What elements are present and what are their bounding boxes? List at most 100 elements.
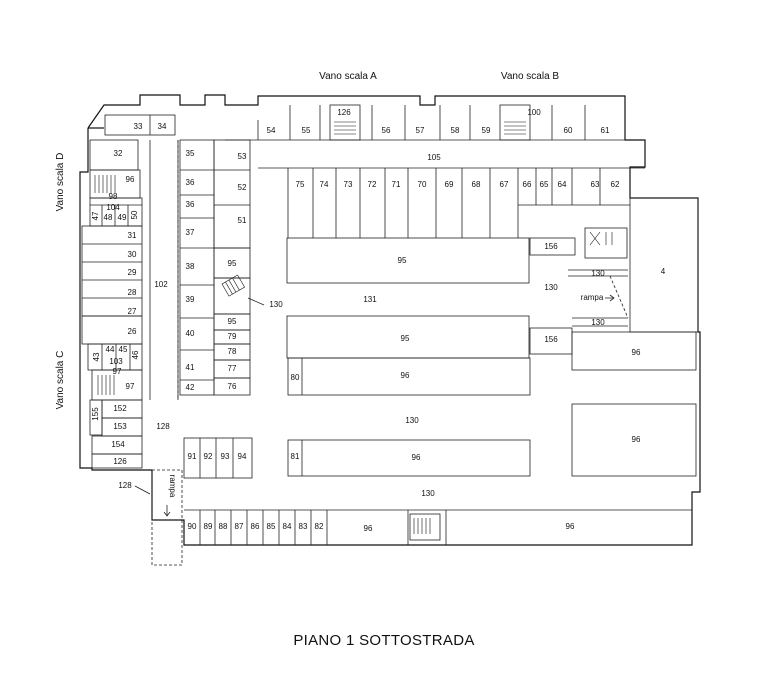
unit-36-a: 36 xyxy=(186,178,195,187)
left-wing xyxy=(81,114,251,469)
unit-96-e: 96 xyxy=(412,453,421,462)
unit-88: 88 xyxy=(219,522,228,531)
stair-b xyxy=(499,104,531,141)
unit-30: 30 xyxy=(128,250,137,259)
arrows xyxy=(134,294,615,517)
unit-131: 131 xyxy=(363,295,377,304)
unit-45: 45 xyxy=(119,345,128,354)
unit-95-d: 95 xyxy=(401,334,410,343)
unit-32: 32 xyxy=(114,149,123,158)
unit-61: 61 xyxy=(601,126,610,135)
unit-79: 79 xyxy=(228,332,237,341)
unit-40: 40 xyxy=(186,329,195,338)
unit-84: 84 xyxy=(283,522,292,531)
unit-94: 94 xyxy=(238,452,247,461)
unit-47: 47 xyxy=(91,211,100,220)
unit-53: 53 xyxy=(238,152,247,161)
top-cellars xyxy=(225,104,645,169)
unit-85: 85 xyxy=(267,522,276,531)
unit-74: 74 xyxy=(320,180,329,189)
unit-44: 44 xyxy=(106,345,115,354)
unit-37: 37 xyxy=(186,228,195,237)
ramp-label-right: rampa xyxy=(581,293,604,302)
unit-33: 33 xyxy=(134,122,143,131)
unit-38: 38 xyxy=(186,262,195,271)
unit-73: 73 xyxy=(344,180,353,189)
stair-a xyxy=(329,104,361,141)
unit-60: 60 xyxy=(564,126,573,135)
unit-69: 69 xyxy=(445,180,454,189)
unit-81: 81 xyxy=(291,452,300,461)
unit-97-b: 97 xyxy=(126,382,135,391)
unit-70: 70 xyxy=(418,180,427,189)
unit-48: 48 xyxy=(104,213,113,222)
unit-87: 87 xyxy=(235,522,244,531)
unit-64: 64 xyxy=(558,180,567,189)
unit-27: 27 xyxy=(128,307,137,316)
unit-66: 66 xyxy=(523,180,532,189)
unit-67: 67 xyxy=(500,180,509,189)
unit-95-c: 95 xyxy=(398,256,407,265)
unit-59: 59 xyxy=(482,126,491,135)
unit-83: 83 xyxy=(299,522,308,531)
unit-26: 26 xyxy=(128,327,137,336)
unit-29: 29 xyxy=(128,268,137,277)
unit-62: 62 xyxy=(611,180,620,189)
unit-98: 98 xyxy=(109,192,118,201)
unit-130-a: 130 xyxy=(269,300,283,309)
unit-43: 43 xyxy=(92,352,101,361)
unit-77: 77 xyxy=(228,364,237,373)
unit-39: 39 xyxy=(186,295,195,304)
unit-126-b: 126 xyxy=(337,108,351,117)
unit-31: 31 xyxy=(128,231,137,240)
unit-104: 104 xyxy=(106,203,120,212)
unit-55: 55 xyxy=(302,126,311,135)
unit-91: 91 xyxy=(188,452,197,461)
unit-89: 89 xyxy=(204,522,213,531)
unit-154: 154 xyxy=(111,440,125,449)
unit-97-a: 97 xyxy=(113,367,122,376)
unit-41: 41 xyxy=(186,363,195,372)
unit-96-c: 96 xyxy=(632,435,641,444)
unit-49: 49 xyxy=(118,213,127,222)
unit-128-b: 128 xyxy=(118,481,132,490)
unit-82: 82 xyxy=(315,522,324,531)
unit-90: 90 xyxy=(188,522,197,531)
unit-76: 76 xyxy=(228,382,237,391)
unit-96-d: 96 xyxy=(126,175,135,184)
unit-92: 92 xyxy=(204,452,213,461)
unit-130-b: 130 xyxy=(591,269,605,278)
unit-71: 71 xyxy=(392,180,401,189)
unit-50: 50 xyxy=(130,210,139,219)
unit-95-a: 95 xyxy=(228,259,237,268)
cellar-row-75-62 xyxy=(287,168,630,238)
unit-155: 155 xyxy=(91,407,100,421)
unit-63: 63 xyxy=(591,180,600,189)
unit-156-b: 156 xyxy=(544,335,558,344)
unit-130-d: 130 xyxy=(591,318,605,327)
unit-86: 86 xyxy=(251,522,260,531)
stairwell-d-label: Vano scala D xyxy=(55,153,66,212)
unit-130-e: 130 xyxy=(405,416,419,425)
unit-102: 102 xyxy=(154,280,168,289)
unit-105: 105 xyxy=(427,153,441,162)
plan-title: PIANO 1 SOTTOSTRADA xyxy=(293,632,475,649)
unit-68: 68 xyxy=(472,180,481,189)
unit-96-f: 96 xyxy=(364,524,373,533)
unit-95-b: 95 xyxy=(228,317,237,326)
unit-100: 100 xyxy=(527,108,541,117)
unit-46: 46 xyxy=(131,350,140,359)
unit-96-b: 96 xyxy=(401,371,410,380)
unit-56: 56 xyxy=(382,126,391,135)
unit-42: 42 xyxy=(186,383,195,392)
unit-labels: 33 34 32 35 96 36 98 36 104 47 48 49 50 … xyxy=(91,108,666,533)
unit-51: 51 xyxy=(238,216,247,225)
unit-130-c: 130 xyxy=(544,283,558,292)
central-blocks xyxy=(151,197,699,566)
unit-58: 58 xyxy=(451,126,460,135)
unit-130-f: 130 xyxy=(421,489,435,498)
unit-35: 35 xyxy=(186,149,195,158)
unit-96-g: 96 xyxy=(566,522,575,531)
unit-156-a: 156 xyxy=(544,242,558,251)
